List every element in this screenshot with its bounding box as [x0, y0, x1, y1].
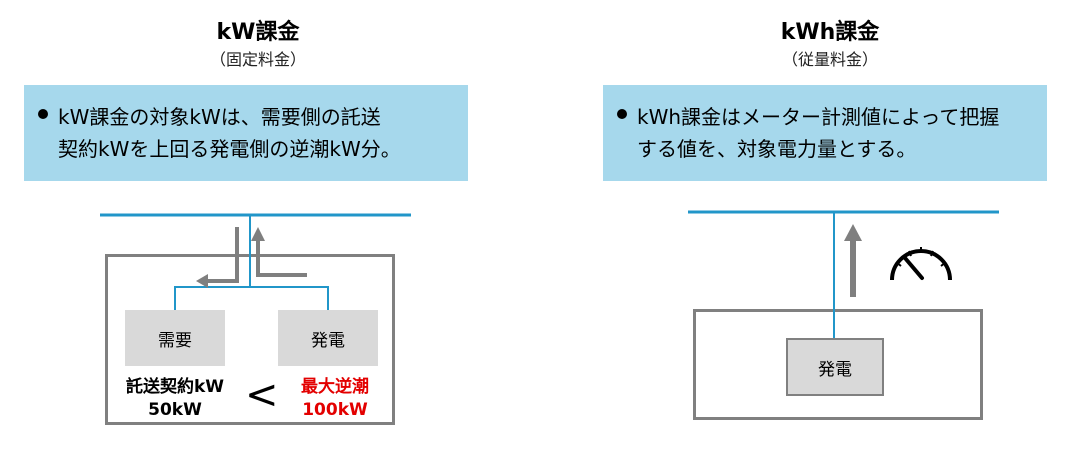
contract-kw-label: 託送契約kW — [125, 377, 225, 397]
max-reverse-flow-label: 最大逆潮 — [301, 377, 369, 397]
right-generation-node: 発電 — [786, 338, 884, 396]
contract-kw-value: 50kW — [148, 400, 202, 420]
bullet-dot-icon — [38, 109, 48, 119]
right-note-line-1: kWh課金はメーター計測値によって把握 — [637, 105, 1000, 129]
left-note-line-2: 契約kWを上回る発電側の逆潮kW分。 — [58, 137, 401, 161]
inflow-arrow-line — [207, 227, 239, 283]
left-title: kW課金 — [216, 20, 300, 45]
bullet-dot-icon — [617, 109, 627, 119]
right-export-arrowhead-icon — [844, 224, 862, 241]
right-subtitle: （従量料金） — [781, 50, 878, 69]
max-reverse-flow-value: 100kW — [302, 400, 368, 420]
less-than-symbol: < — [245, 372, 279, 418]
gauge-icon — [890, 247, 952, 281]
left-branch-line — [174, 286, 329, 310]
reverse-flow-arrow-line — [256, 240, 307, 277]
right-title: kWh課金 — [780, 20, 880, 45]
right-note-box: kWh課金はメーター計測値によって把握 する値を、対象電力量とする。 — [603, 85, 1047, 181]
left-note-line-1: kW課金の対象kWは、需要側の託送 — [58, 105, 381, 129]
reverse-flow-arrowhead-icon — [251, 227, 265, 241]
generation-node: 発電 — [278, 310, 378, 366]
left-subtitle: （固定料金） — [209, 50, 306, 69]
left-note-box: kW課金の対象kWは、需要側の託送 契約kWを上回る発電側の逆潮kW分。 — [24, 85, 468, 181]
demand-node: 需要 — [125, 310, 225, 366]
right-facility-box — [693, 309, 983, 420]
inflow-arrowhead-icon — [196, 274, 208, 288]
right-note-line-2: する値を、対象電力量とする。 — [637, 137, 917, 161]
